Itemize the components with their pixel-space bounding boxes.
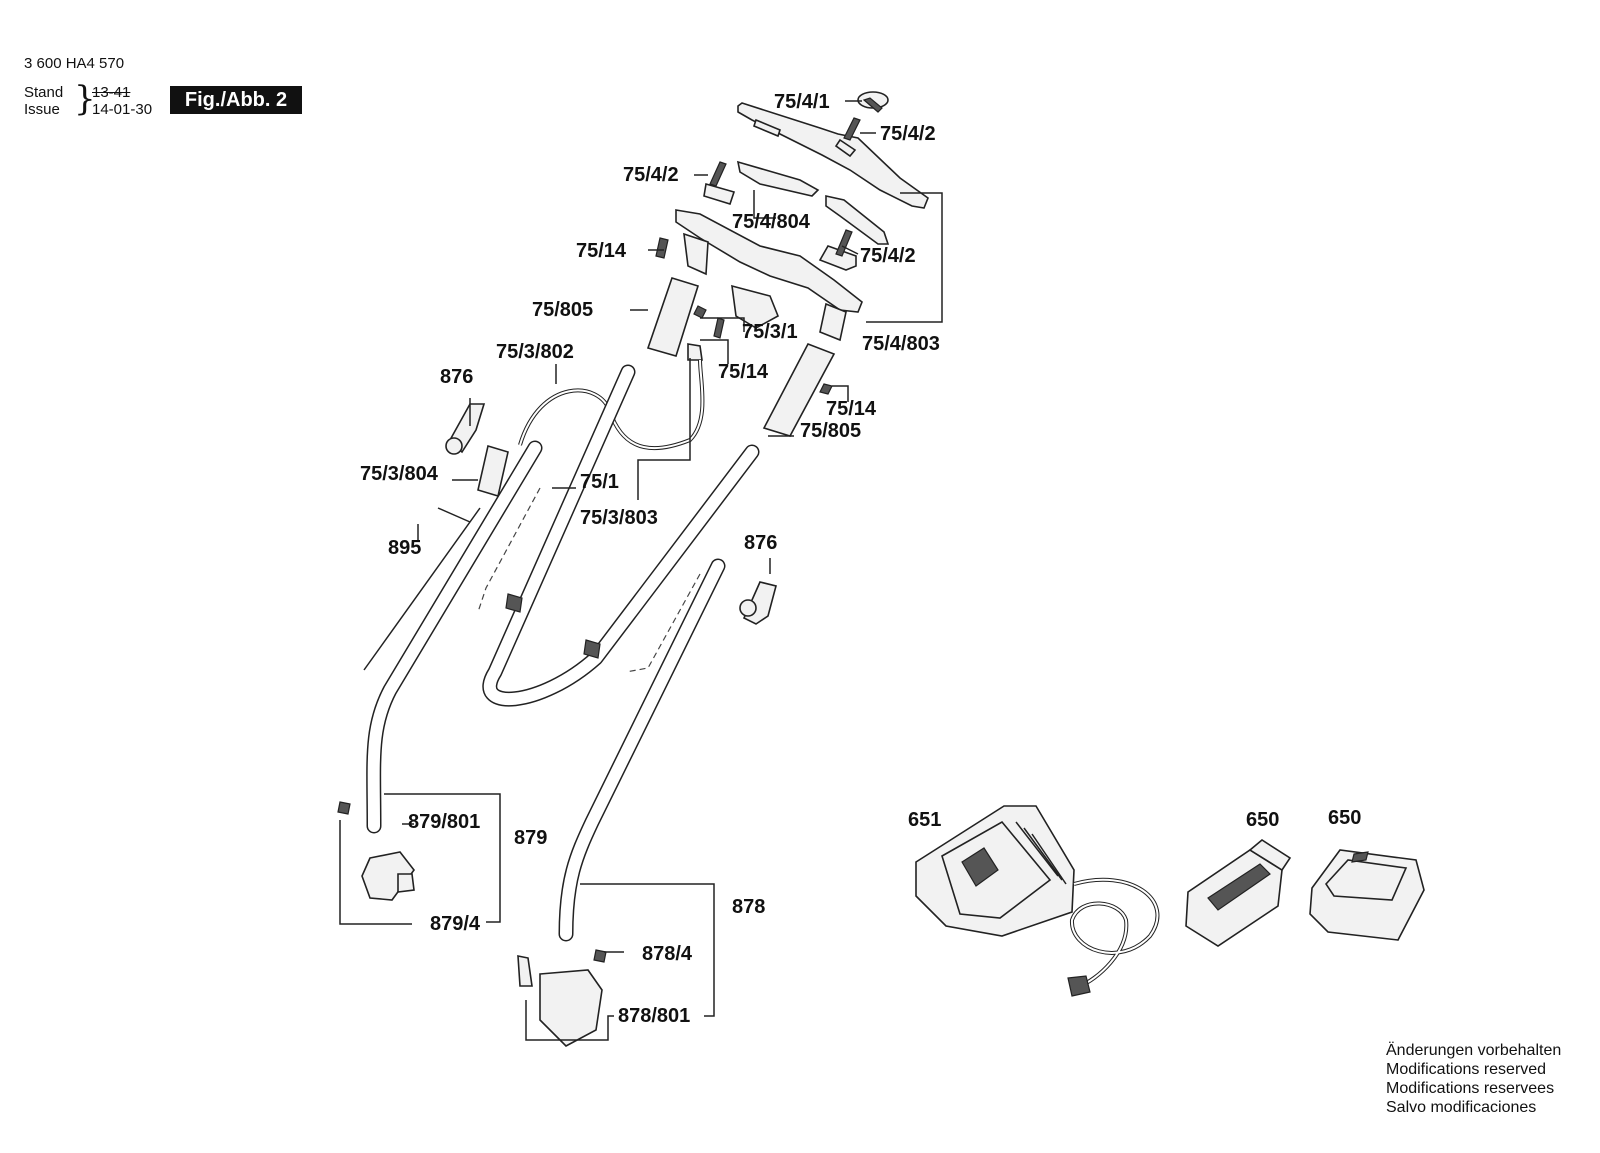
brace-icon: }	[74, 79, 96, 119]
callout-876-right: 876	[744, 532, 777, 554]
callout-75-4-803: 75/4/803	[862, 333, 940, 355]
callout-651: 651	[908, 809, 941, 831]
leader-lines	[339, 100, 943, 1041]
modifications-notes: Änderungen vorbehalten Modifications res…	[1386, 1041, 1561, 1117]
callout-75-4-2-top: 75/4/2	[880, 123, 936, 145]
note-es: Salvo modificaciones	[1386, 1099, 1537, 1116]
screw-75-14	[655, 237, 833, 395]
callout-75-3-1: 75/3/1	[742, 321, 798, 343]
switch-75-3-803	[687, 343, 703, 361]
callout-876-left: 876	[440, 366, 473, 388]
callout-75-4-1: 75/4/1	[774, 91, 830, 113]
clamp-75-3-804	[477, 444, 509, 498]
nut-left	[505, 593, 523, 613]
note-en: Modifications reserved	[1386, 1061, 1547, 1078]
callout-75-805-left: 75/805	[532, 299, 593, 321]
stand-label: Stand	[24, 84, 64, 101]
end-cap-879-801	[337, 801, 416, 901]
callout-75-4-804: 75/4/804	[732, 211, 811, 233]
callout-878-4: 878/4	[642, 943, 693, 965]
lever-876-left	[445, 403, 486, 455]
callout-75-3-804: 75/3/804	[360, 463, 439, 485]
callout-879: 879	[514, 827, 547, 849]
pin-75-4-2-right	[835, 229, 853, 257]
issue-value: 14-01-30	[92, 101, 153, 118]
callout-75-1: 75/1	[580, 471, 619, 493]
battery-650-left	[1185, 839, 1292, 947]
figure-label: Fig./Abb. 2	[170, 86, 302, 114]
tube-75-1	[482, 364, 760, 707]
callout-75-3-802: 75/3/802	[496, 341, 574, 363]
callout-650-left: 650	[1246, 809, 1279, 831]
part-number: 3 600 HA4 570	[24, 55, 125, 72]
cap-75-4-1	[857, 91, 889, 113]
pin-75-4-2-left	[709, 161, 727, 187]
handle-frame	[675, 209, 863, 342]
callout-75-4-2-left: 75/4/2	[623, 164, 679, 186]
lever-876-right	[739, 581, 777, 625]
callout-75-3-803: 75/3/803	[580, 507, 658, 529]
wire-895	[363, 507, 481, 671]
callout-878-801: 878/801	[618, 1005, 690, 1027]
hidden-line-left	[477, 487, 541, 613]
callout-labels: 75/4/1 75/4/2 75/4/2 75/4/804 75/4/2 75/…	[360, 91, 1361, 1027]
callout-878: 878	[732, 896, 765, 918]
callout-75-14-right: 75/14	[826, 398, 877, 420]
issue-label: Issue	[24, 101, 60, 118]
upper-clip-left	[703, 160, 820, 205]
note-de: Änderungen vorbehalten	[1386, 1042, 1562, 1059]
charger-651	[915, 805, 1160, 997]
hidden-line-right	[625, 573, 701, 673]
stand-value: 13-41	[92, 84, 131, 101]
end-cap-878-801	[517, 949, 607, 1047]
callout-879-801: 879/801	[408, 811, 480, 833]
callout-75-14-mid: 75/14	[718, 361, 769, 383]
lower-tube-right	[558, 558, 726, 942]
callout-75-14-top: 75/14	[576, 240, 627, 262]
upper-handle-cover	[737, 102, 929, 209]
sleeve-75-805-left	[646, 277, 700, 357]
callout-650-right: 650	[1328, 807, 1361, 829]
battery-650-right	[1309, 849, 1425, 941]
upper-clip-right	[818, 195, 890, 271]
callout-75-805-right: 75/805	[800, 420, 861, 442]
callout-75-4-2-right: 75/4/2	[860, 245, 916, 267]
callout-879-4: 879/4	[430, 913, 481, 935]
lower-tube-left	[366, 440, 543, 834]
nut-right	[583, 639, 601, 659]
note-fr: Modifications reservees	[1386, 1080, 1555, 1097]
screw-895	[437, 507, 471, 523]
pin-75-4-2-top	[843, 117, 861, 141]
callout-895: 895	[388, 537, 421, 559]
